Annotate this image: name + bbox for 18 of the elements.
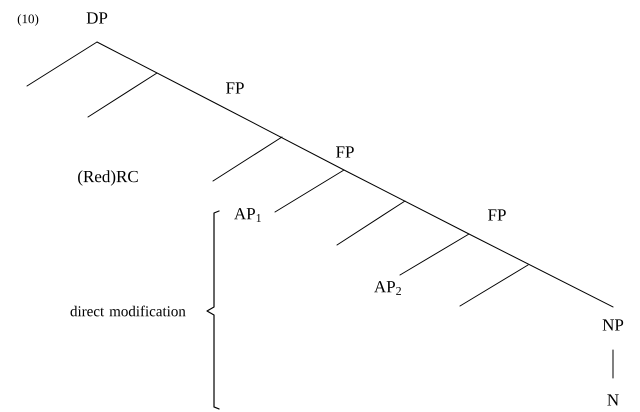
node-label: FP <box>336 146 354 158</box>
node-label: DP <box>86 12 108 24</box>
node-label: AP$_{2}$ <box>374 281 401 295</box>
text-label: direct modification <box>70 306 186 316</box>
text-label: (10) <box>18 14 38 26</box>
tree-line <box>400 234 470 276</box>
node-label: N <box>607 394 619 406</box>
node-label: AP$_{1}$ <box>234 208 261 222</box>
tree-line <box>216 104 344 170</box>
tree-line <box>274 170 344 212</box>
tree-line <box>468 234 614 308</box>
tree-line <box>344 170 470 234</box>
tree-line <box>96 42 218 104</box>
node-label: FP <box>488 209 506 221</box>
node-label: FP <box>226 82 244 94</box>
tree-line <box>612 350 614 378</box>
node-label: NP <box>602 319 624 331</box>
text-label: (Red)RC <box>78 170 138 186</box>
